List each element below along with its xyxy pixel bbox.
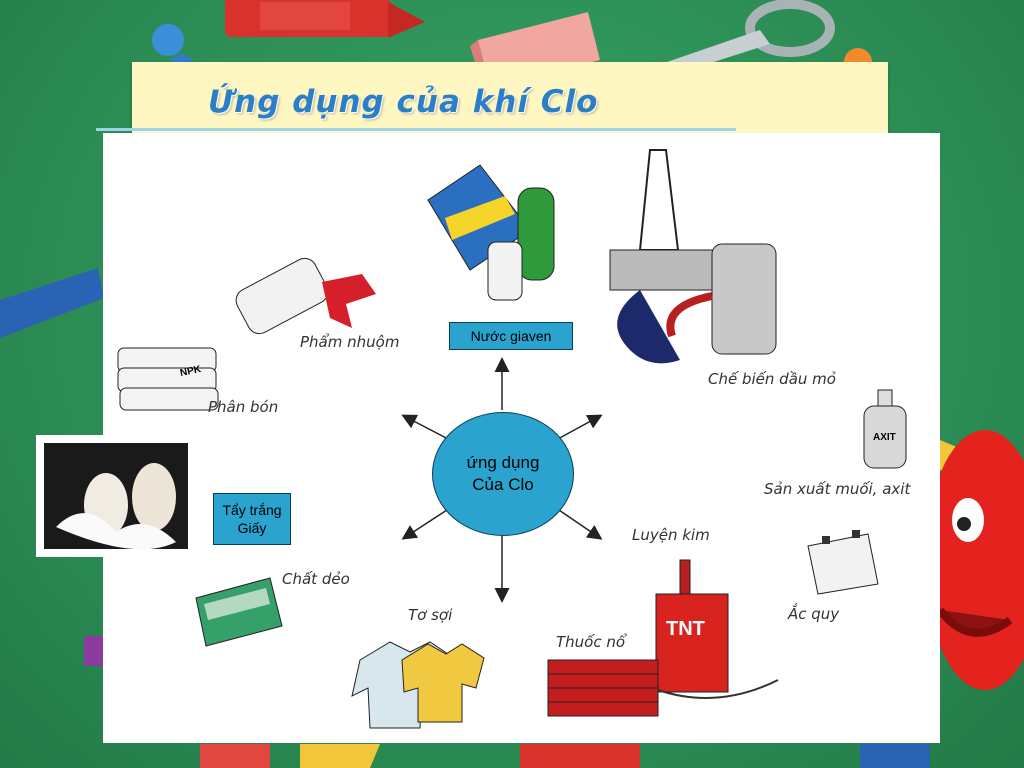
cotton-photo xyxy=(36,435,196,557)
tnt-detonator-icon xyxy=(655,559,729,693)
paper-bleach-line2: Giấy xyxy=(237,520,267,536)
arrow-up-left xyxy=(401,414,451,441)
oil-rig-icon xyxy=(609,149,777,364)
label-explosive: Thuốc nổ xyxy=(556,633,626,651)
paper-bleach-line1: Tẩy trắng xyxy=(222,502,282,518)
center-line2: Của Clo xyxy=(472,475,534,494)
center-node: ứng dụng Của Clo xyxy=(432,412,574,536)
label-battery: Ắc quy xyxy=(788,605,840,623)
cartoon-face-icon xyxy=(925,430,1024,690)
bleach-products-icon xyxy=(427,164,555,301)
crayon-bottom-icon xyxy=(200,744,930,768)
label-salt-acid: Sản xuất muối, axit xyxy=(764,480,911,498)
label-oil: Chế biến dầu mỏ xyxy=(708,370,836,388)
label-plastic: Chất dẻo xyxy=(282,570,350,588)
cotton-yarn-icon xyxy=(44,443,188,550)
arrow-up-right xyxy=(555,414,603,441)
tnt-label: TNT xyxy=(666,618,705,640)
battery-icon xyxy=(807,530,879,595)
title-underline xyxy=(96,128,736,131)
plastic-case-icon xyxy=(195,577,283,647)
label-fiber: Tơ sợi xyxy=(408,606,453,624)
fertilizer-bags-icon xyxy=(117,347,219,411)
paper-bleach-box: Tẩy trắng Giấy xyxy=(213,493,291,545)
axit-label: AXIT xyxy=(873,432,896,443)
crayon-blue-icon xyxy=(0,268,104,338)
clothes-icon xyxy=(351,641,485,729)
crayon-red-icon xyxy=(225,0,425,38)
dye-bottle-icon xyxy=(235,257,376,335)
javel-water-label: Nước giaven xyxy=(470,328,552,344)
center-line1: ứng dụng xyxy=(466,453,540,472)
label-metallurgy: Luyện kim xyxy=(632,526,710,544)
acid-bottle-icon xyxy=(863,389,907,469)
arrow-down-left xyxy=(401,507,451,540)
javel-water-box: Nước giaven xyxy=(449,322,573,350)
label-dye: Phẩm nhuộm xyxy=(300,333,400,351)
dynamite-icon xyxy=(547,659,779,717)
label-fertilizer: Phân bón xyxy=(208,398,279,416)
page-title: Ứng dụng của khí Clo xyxy=(208,84,599,120)
arrow-down-right xyxy=(555,507,603,540)
